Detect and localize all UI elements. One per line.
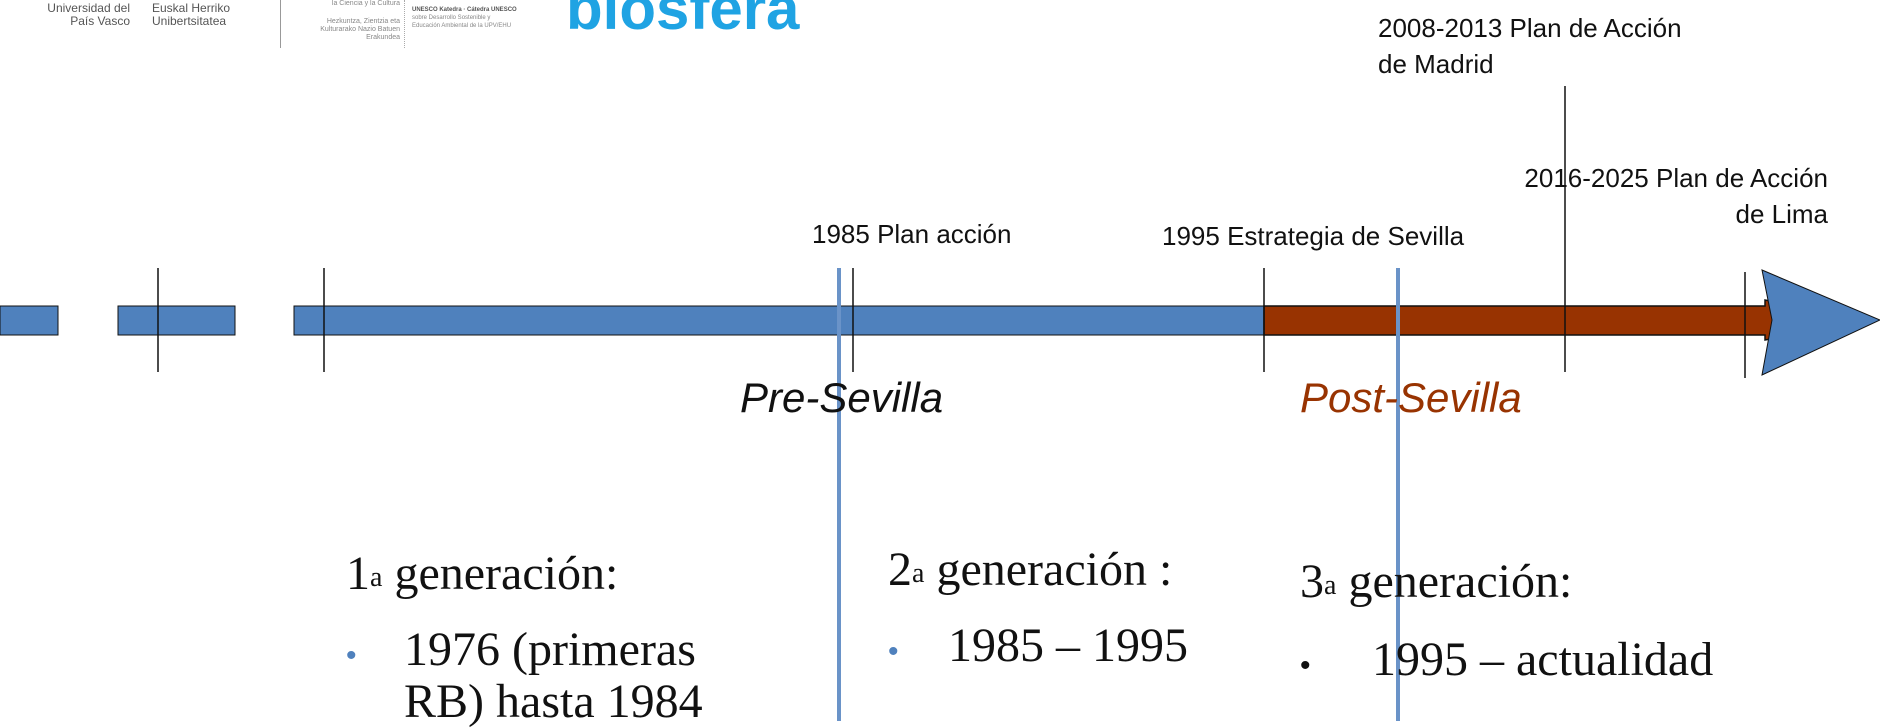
generation-3-bullet: • 1995 – actualidad [1300,633,1714,686]
generation-2-heading: 2a generación : [888,543,1173,596]
generation-1-heading: 1a generación: [346,547,619,600]
milestone-2008-label: 2008-2013 Plan de Acción de Madrid [1378,13,1682,79]
timeline-segment-1 [0,305,59,336]
milestone-1985-label: 1985 Plan acción [812,219,1012,249]
generation-1-bullet: • 1976 (primeras RB) hasta 1984 [346,623,703,728]
timeline-bar-pre [293,305,1265,336]
page-title: biosfera [566,0,800,42]
upv-logo-text-eu: Euskal Herriko Unibertsitatea [152,1,231,28]
unesco-chair-logo-text: UNESCO Katedra · Cátedra UNESCO sobre De… [412,7,517,29]
logo-dots [404,0,409,48]
milestone-2016-label: 2016-2025 Plan de Acción de Lima [1524,163,1828,229]
timeline-segment-2 [117,305,236,336]
arrowhead [1761,269,1880,376]
unesco-logo-text: la Ciencia y la Cultura Hezkuntza, Zient… [320,0,400,41]
upv-logo-text-es: Universidad del País Vasco [47,1,130,28]
generation-3-heading: 3a generación: [1300,555,1573,608]
milestone-1995-label: 1995 Estrategia de Sevilla [1162,221,1465,251]
phase-pre-sevilla: Pre-Sevilla [740,374,944,421]
logo-divider [280,0,281,48]
phase-post-sevilla: Post-Sevilla [1300,374,1522,421]
generation-2-bullet: • 1985 – 1995 [888,619,1188,672]
